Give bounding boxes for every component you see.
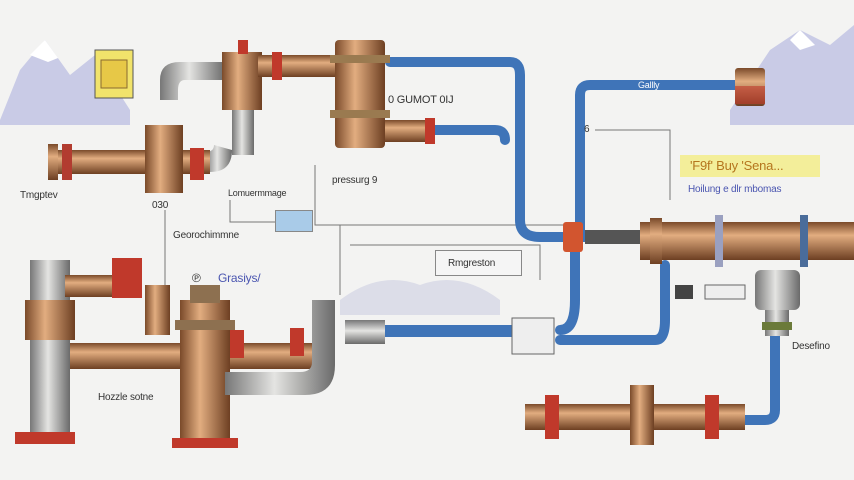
- label-grasiys-prefix: ℗: [192, 271, 201, 285]
- label-georochimmne: Georochimmne: [173, 230, 239, 241]
- label-ringreston: Rmgreston: [448, 258, 496, 269]
- label-six: 6: [584, 124, 590, 135]
- mountains-center: [340, 280, 500, 315]
- label-pressurg: pressurg 9: [332, 175, 378, 186]
- label-desefino: Desefino: [792, 341, 830, 352]
- lomuermmage-box: [275, 210, 313, 232]
- red-coupling-junction: [563, 222, 583, 252]
- label-lomuermmage: Lomuermmage: [228, 188, 287, 198]
- warning-sign: [94, 49, 134, 99]
- label-grasiys: Grasiys/: [218, 271, 261, 285]
- steel-elbow-bottom: [225, 300, 385, 395]
- copper-pipe-left: [48, 125, 210, 193]
- ringreston-box: [435, 250, 522, 276]
- central-valve-bottom: [172, 285, 238, 448]
- label-gallly: Gallly: [638, 80, 660, 90]
- gauge-box-center: [511, 317, 555, 355]
- copper-pipe-bottom-right: [525, 385, 745, 445]
- label-hoilung: Hoilung e dlr mbomas: [688, 184, 782, 195]
- label-buy-sena: 'F9f' Buy 'Sena...: [690, 158, 784, 173]
- blue-pipe-left-segment: [380, 325, 520, 337]
- blue-pipes: [375, 57, 780, 425]
- yellow-banner: [680, 155, 820, 177]
- gauge-right: [675, 270, 800, 336]
- tall-valve-left: [15, 260, 75, 444]
- copper-fitting-top-right: [735, 68, 765, 106]
- label-gumot: 0 GUMOT 0IJ: [388, 94, 454, 106]
- filter-tank: [330, 40, 435, 148]
- label-hozzle-sotne: Hozzle sotne: [98, 392, 154, 403]
- copper-valve-top: [222, 40, 338, 110]
- steel-elbow-top: [160, 62, 254, 172]
- red-valve-top-left: [65, 258, 170, 335]
- copper-pipe-right: [585, 215, 854, 267]
- label-030: 030: [152, 200, 169, 211]
- label-tmgptev: Tmgptev: [20, 190, 58, 201]
